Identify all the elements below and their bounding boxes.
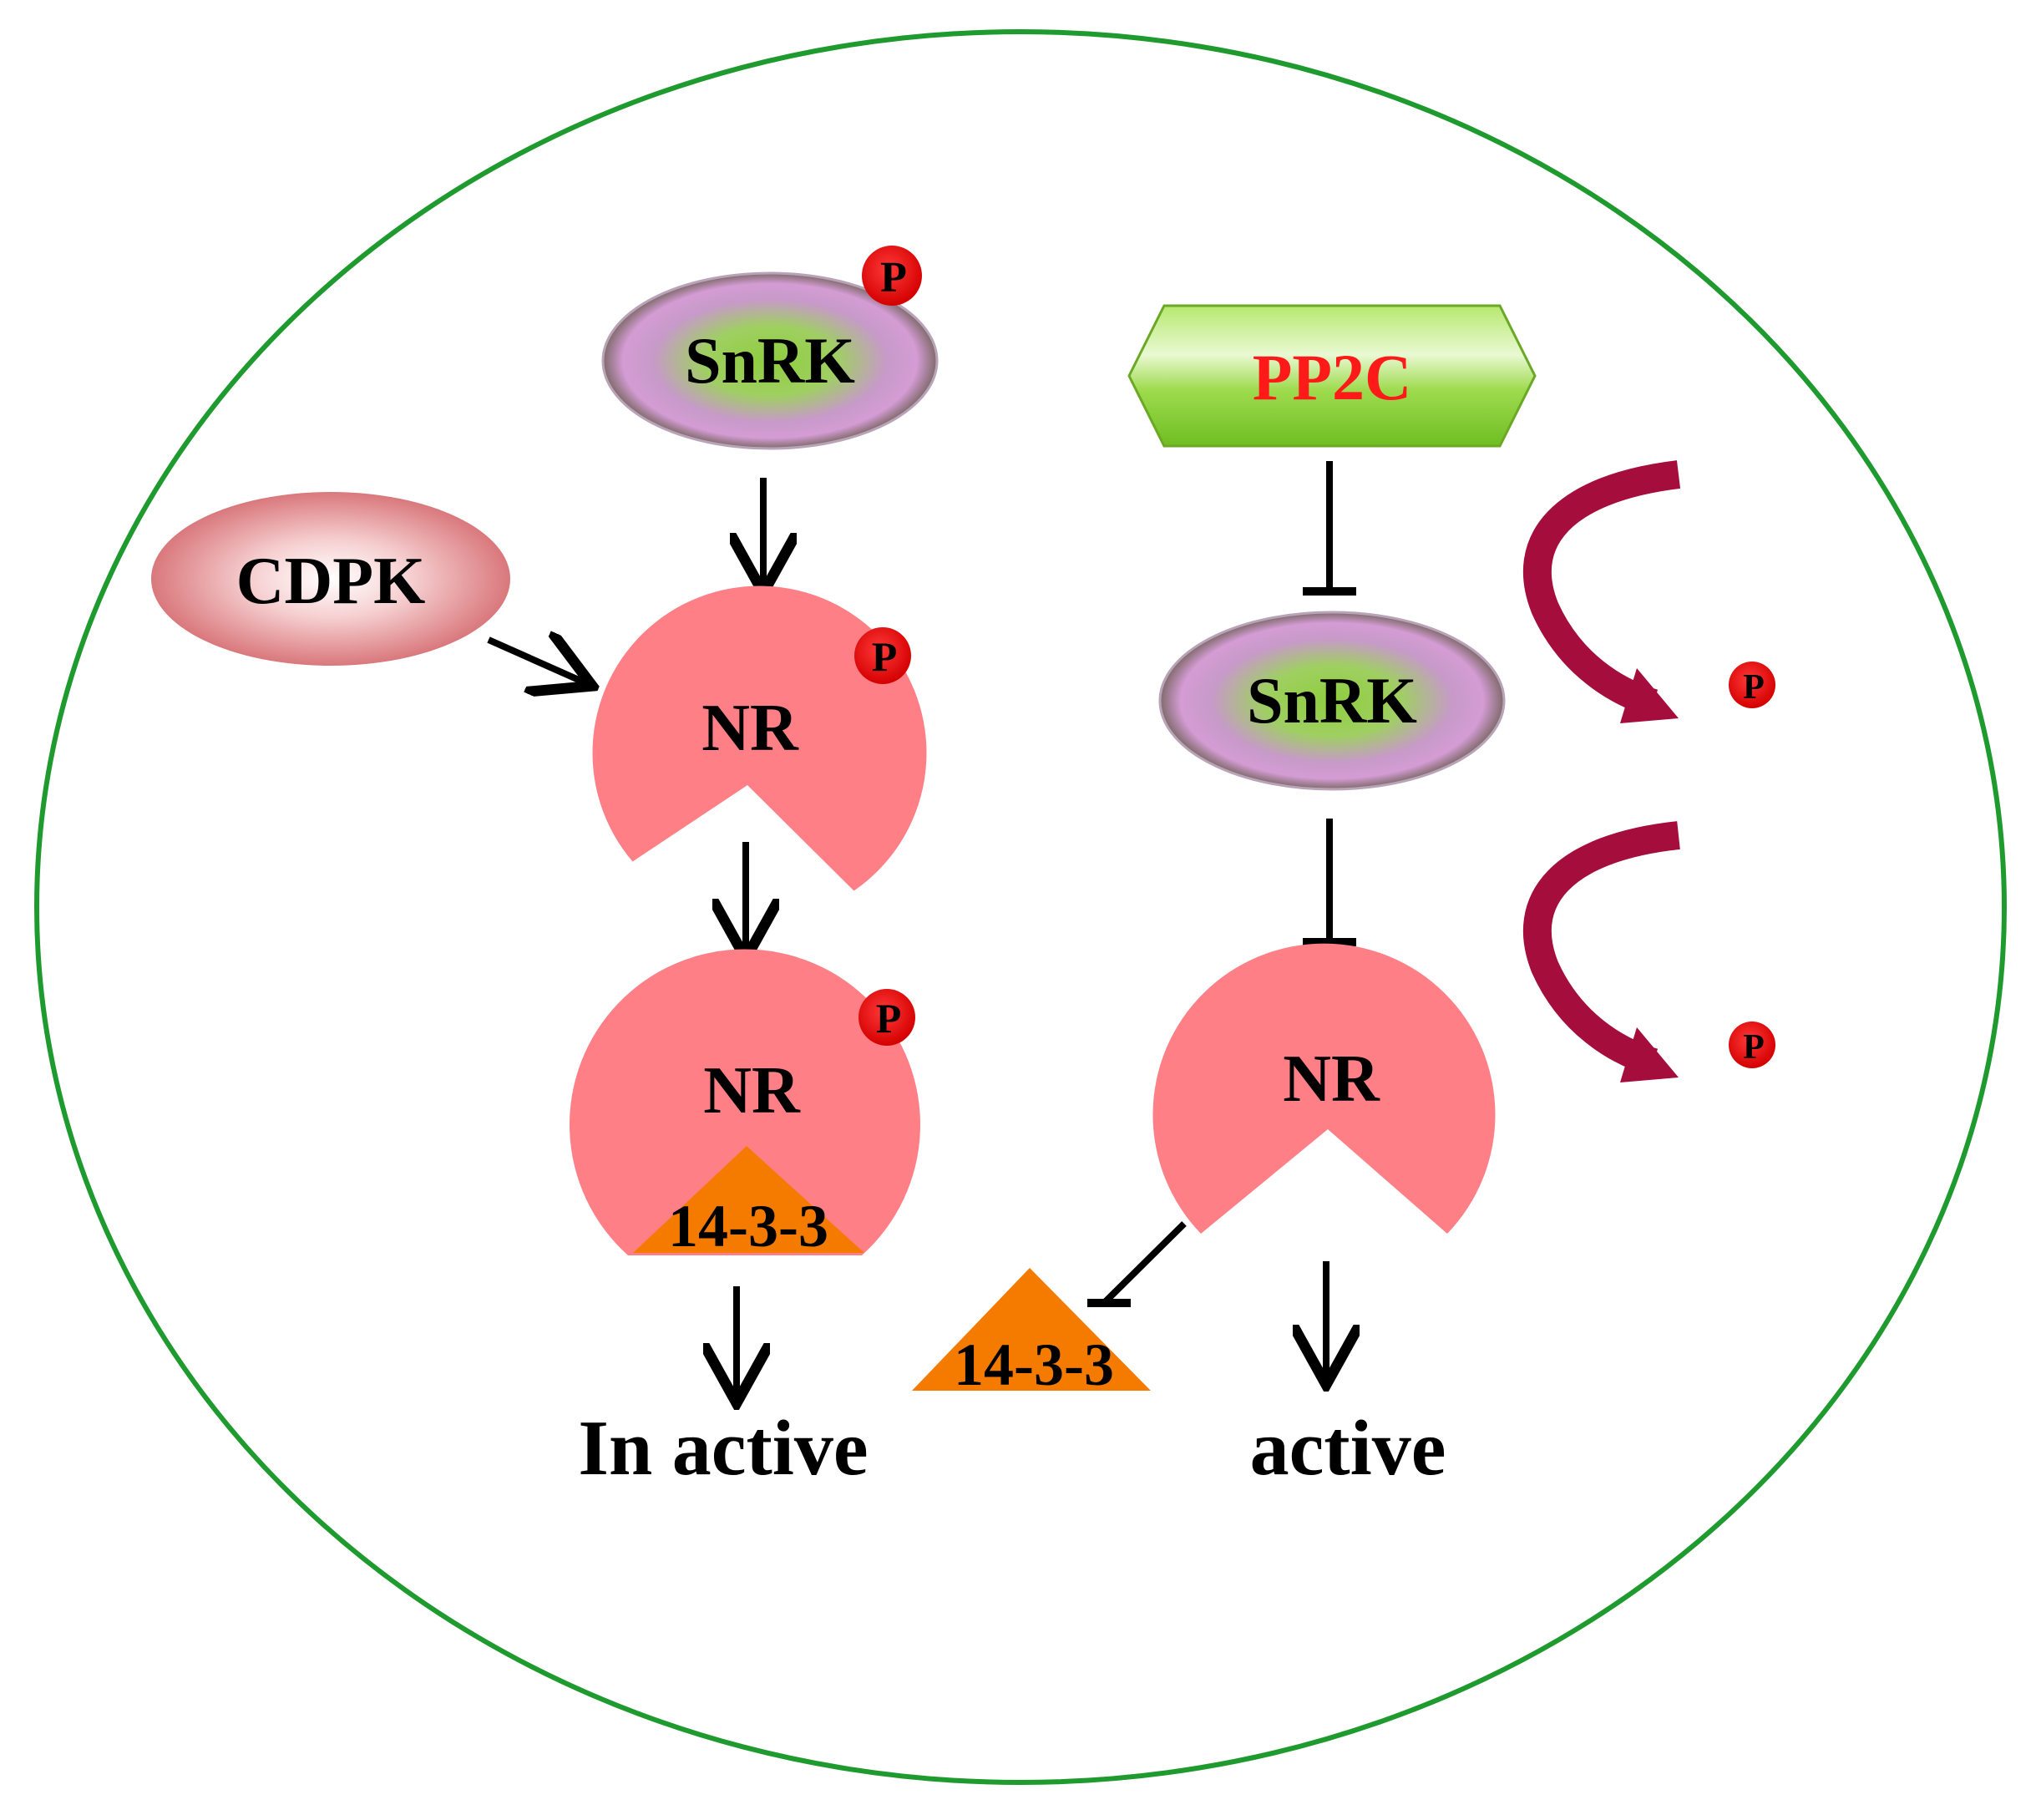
svg-text:P: P [880, 254, 907, 302]
pp2c-label: PP2C [1253, 341, 1412, 413]
phosphate-icon: P [1729, 662, 1775, 708]
nr-top-node: NR [592, 586, 927, 891]
protein-14-3-3-right-label: 14-3-3 [954, 1331, 1114, 1398]
snrk-top-node: SnRK [601, 271, 939, 450]
protein-14-3-3-free: 14-3-3 [912, 1268, 1151, 1398]
nr-top-label: NR [701, 692, 799, 765]
cell-boundary [34, 29, 2007, 1785]
snrk-right-node: SnRK [1158, 611, 1506, 791]
state-inactive-label: In active [578, 1405, 868, 1492]
activation-arrow-cdpk-to-nr [487, 640, 586, 683]
phosphate-icon: P [1729, 1022, 1775, 1068]
phosphate-icon: P [854, 627, 911, 684]
nr-right-node: NR [1152, 943, 1496, 1234]
svg-text:P: P [1743, 1028, 1765, 1067]
protein-14-3-3-bound: 14-3-3 [633, 1146, 864, 1260]
nr-right-label: NR [1283, 1042, 1380, 1116]
snrk-right-label: SnRK [1247, 664, 1417, 737]
snrk-top-label: SnRK [685, 324, 855, 397]
phosphate-icon: P [858, 989, 915, 1046]
inhibition-bar-snrk-to-nr [1303, 819, 1356, 946]
state-active-label: active [1250, 1405, 1446, 1492]
curved-arrow-icon [1523, 821, 1680, 1082]
protein-14-3-3-left-label: 14-3-3 [668, 1193, 828, 1260]
nr-bottom-label: NR [703, 1054, 801, 1128]
svg-text:P: P [876, 995, 902, 1042]
svg-text:P: P [1743, 668, 1765, 707]
cdpk-label: CDPK [236, 545, 426, 618]
svg-text:P: P [872, 633, 898, 680]
nr-bottom-node: NR [570, 949, 920, 1255]
inhibition-bar-nr-to-14-3-3 [1087, 1221, 1187, 1307]
pp2c-node: PP2C [1127, 304, 1537, 448]
inhibition-bar-pp2c-to-snrk [1303, 461, 1356, 596]
phosphate-icon: P [862, 246, 922, 306]
curved-arrow-icon [1523, 460, 1681, 723]
cdpk-node: CDPK [151, 492, 510, 666]
